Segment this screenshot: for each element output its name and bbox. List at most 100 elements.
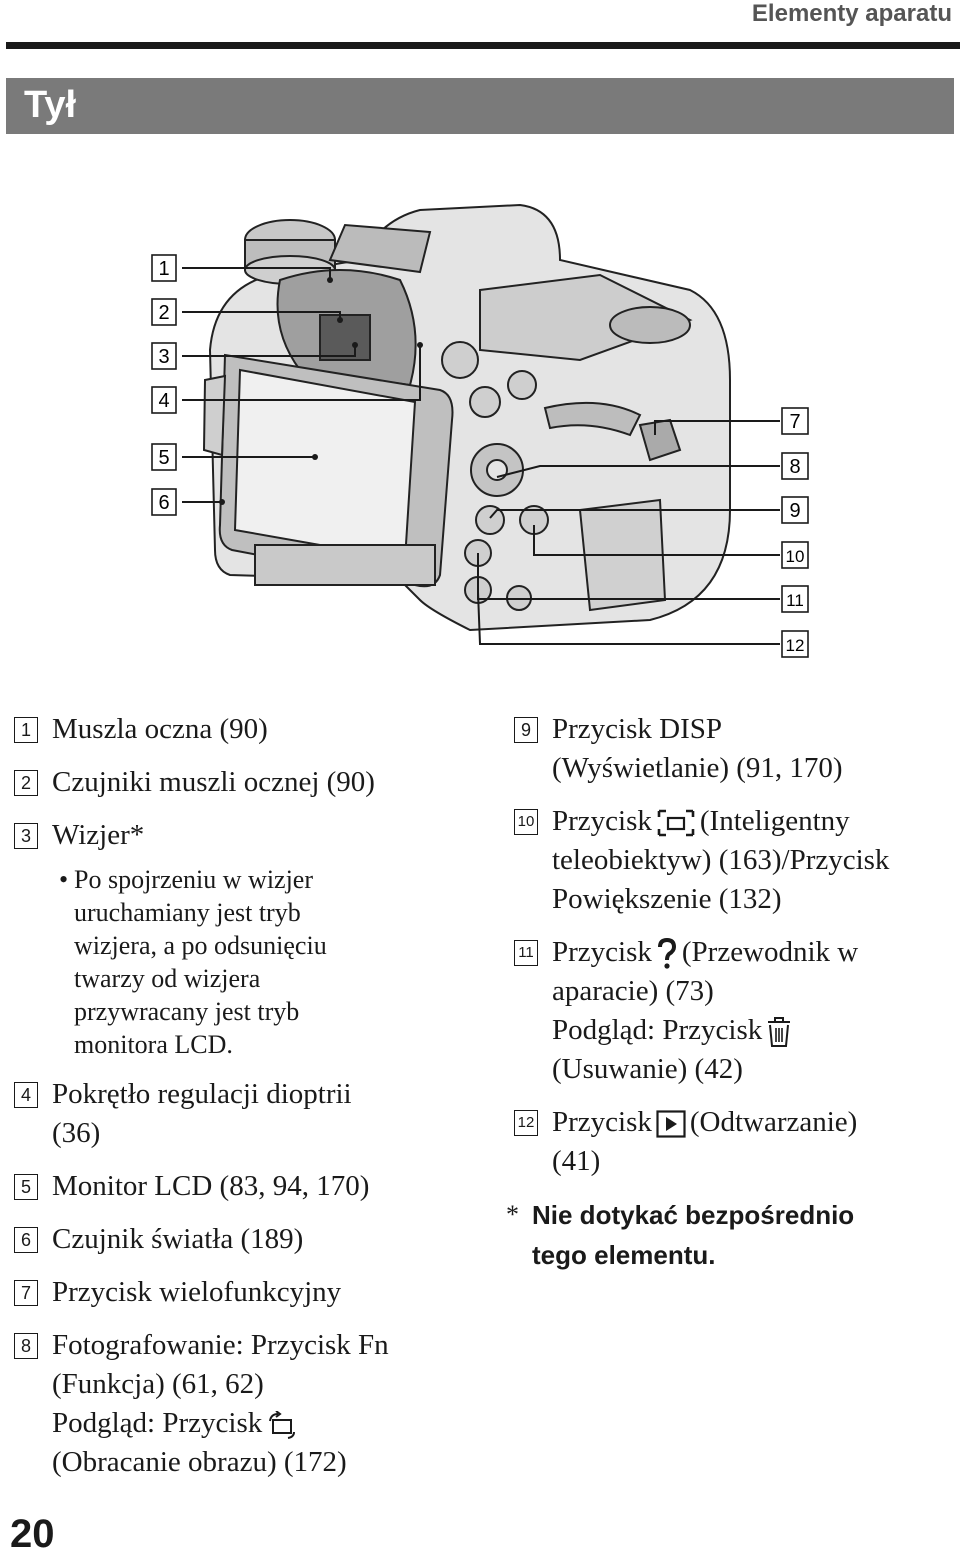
- item-text: Wizjer*: [52, 819, 145, 851]
- callout-11: 11: [781, 585, 809, 613]
- bullet-line: uruchamiany jest tryb: [74, 898, 301, 927]
- item-number: 2: [14, 770, 38, 796]
- list-item: 10 Przycisk (Inteligentny teleobiektyw) (…: [514, 802, 954, 919]
- item-text: (41): [552, 1145, 601, 1177]
- bullet-line: wizjera, a po odsunięciu: [74, 931, 327, 960]
- item-text: Fotografowanie: Przycisk Fn: [52, 1329, 389, 1361]
- item-text: Przycisk wielofunkcyjny: [52, 1276, 342, 1308]
- smart-zoom-icon: [657, 810, 695, 837]
- section-header: Elementy aparatu: [751, 0, 952, 27]
- callout-4-label: 4: [158, 390, 169, 412]
- bullet-line: twarzy od wizjera: [74, 964, 261, 993]
- footnote-text: Nie dotykać bezpośrednio: [532, 1200, 855, 1230]
- item-number: 4: [14, 1082, 38, 1108]
- item-text: teleobiektyw) (163)/Przycisk: [552, 844, 890, 876]
- callout-labels-left: 1 2 3 4 5 6: [151, 254, 177, 516]
- bullet-dot: •: [59, 865, 69, 894]
- item-text: Monitor LCD (83, 94, 170): [52, 1170, 370, 1202]
- bullet-line: Po spojrzeniu w wizjer: [74, 865, 314, 894]
- question-mark-icon: [657, 938, 676, 969]
- item-text: Podgląd: Przycisk: [52, 1407, 263, 1439]
- callout-5: 5: [151, 443, 177, 471]
- list-item: 8 Fotografowanie: Przycisk Fn (Funkcja) …: [14, 1326, 454, 1482]
- callout-10: 10: [781, 541, 809, 569]
- item-text: (Przewodnik w: [681, 936, 859, 968]
- item-text: Przycisk DISP: [552, 713, 722, 745]
- callout-12: 12: [781, 630, 809, 658]
- footnote-star: *: [506, 1200, 519, 1229]
- item-text: (Usuwanie) (42): [552, 1053, 743, 1085]
- callout-2: 2: [151, 298, 177, 326]
- rotate-image-icon: [269, 1411, 296, 1440]
- title-bar: Tył: [6, 78, 954, 134]
- item-text-with-icon: Przycisk (Odtwarzanie): [552, 1103, 954, 1142]
- item-number: 12: [514, 1110, 538, 1136]
- callout-7: 7: [781, 407, 809, 435]
- item-text: (36): [52, 1117, 101, 1149]
- trash-icon: [768, 1017, 791, 1048]
- left-column: 1 Muszla oczna (90) 2 Czujniki muszli oc…: [14, 710, 454, 1496]
- list-item: 12 Przycisk (Odtwarzanie) (41): [514, 1103, 954, 1181]
- list-item: 9 Przycisk DISP (Wyświetlanie) (91, 170): [514, 710, 954, 788]
- right-column: 9 Przycisk DISP (Wyświetlanie) (91, 170)…: [506, 710, 954, 1275]
- list-item: 5 Monitor LCD (83, 94, 170): [14, 1167, 454, 1206]
- item-number: 10: [514, 809, 538, 835]
- callout-5-label: 5: [158, 447, 169, 469]
- item-number: 6: [14, 1227, 38, 1253]
- list-item: 2 Czujniki muszli ocznej (90): [14, 763, 454, 802]
- footnote-text: tego elementu.: [532, 1240, 716, 1270]
- item-text: Przycisk: [552, 805, 652, 837]
- item-text: Czujnik światła (189): [52, 1223, 304, 1255]
- item-number: 11: [514, 940, 538, 966]
- item-text: Podgląd: Przycisk: [552, 1014, 763, 1046]
- callout-3-label: 3: [158, 346, 169, 368]
- item-text: (Inteligentny: [699, 805, 850, 837]
- callout-labels-right: 7 8 9 10 11 12: [781, 407, 809, 658]
- list-item: 4 Pokrętło regulacji dioptrii (36): [14, 1075, 454, 1153]
- item-text: Muszla oczna (90): [52, 713, 268, 745]
- list-item: 7 Przycisk wielofunkcyjny: [14, 1273, 454, 1312]
- item-text-with-icon: Przycisk(Przewodnik w: [552, 933, 954, 972]
- callout-dots-left: [219, 277, 423, 505]
- item-text: Przycisk: [552, 1106, 652, 1138]
- item-text: (Odtwarzanie): [689, 1106, 858, 1138]
- svg-text:7: 7: [789, 411, 800, 433]
- callout-1-label: 1: [158, 258, 169, 280]
- svg-text:12: 12: [786, 636, 805, 655]
- item-text: Powiększenie (132): [552, 883, 782, 915]
- list-item: 11 Przycisk(Przewodnik w aparacie) (73) …: [514, 933, 954, 1089]
- list-item: 1 Muszla oczna (90): [14, 710, 454, 749]
- item-text: Pokrętło regulacji dioptrii: [52, 1078, 352, 1110]
- page-number: 20: [10, 1512, 55, 1556]
- callout-9: 9: [781, 496, 809, 524]
- item-text-with-icon: Podgląd: Przycisk: [52, 1404, 454, 1443]
- item-text: (Funkcja) (61, 62): [52, 1368, 264, 1400]
- bullet-line: monitora LCD.: [74, 1030, 233, 1059]
- page-title: Tył: [24, 84, 77, 126]
- playback-icon: [656, 1110, 686, 1138]
- item-text-with-icon: Przycisk (Inteligentny: [552, 802, 954, 841]
- svg-text:11: 11: [786, 591, 804, 610]
- header-rule: [6, 42, 960, 49]
- callout-8: 8: [781, 452, 809, 480]
- item-text: Czujniki muszli ocznej (90): [52, 766, 375, 798]
- footnote: * Nie dotykać bezpośrednio tego elementu…: [506, 1195, 954, 1275]
- callout-2-label: 2: [158, 302, 169, 324]
- camera-back-diagram: 1 2 3 4 5 6 7 8 9 10 11 12: [151, 203, 809, 658]
- list-item: 3 Wizjer*: [14, 816, 454, 855]
- svg-text:9: 9: [789, 500, 800, 522]
- item-text: (Wyświetlanie) (91, 170): [552, 752, 843, 784]
- item-text: aparacie) (73): [552, 975, 714, 1007]
- bullet-line: przywracany jest tryb: [74, 997, 300, 1026]
- callout-3: 3: [151, 342, 177, 370]
- item-number: 5: [14, 1174, 38, 1200]
- item-text: (Obracanie obrazu) (172): [52, 1446, 347, 1478]
- list-item: 6 Czujnik światła (189): [14, 1220, 454, 1259]
- callout-6-label: 6: [158, 492, 169, 514]
- svg-text:10: 10: [786, 547, 805, 566]
- item-number: 7: [14, 1280, 38, 1306]
- item-number: 8: [14, 1333, 38, 1359]
- svg-text:8: 8: [789, 456, 800, 478]
- callout-6: 6: [151, 488, 177, 516]
- item-number: 1: [14, 717, 38, 743]
